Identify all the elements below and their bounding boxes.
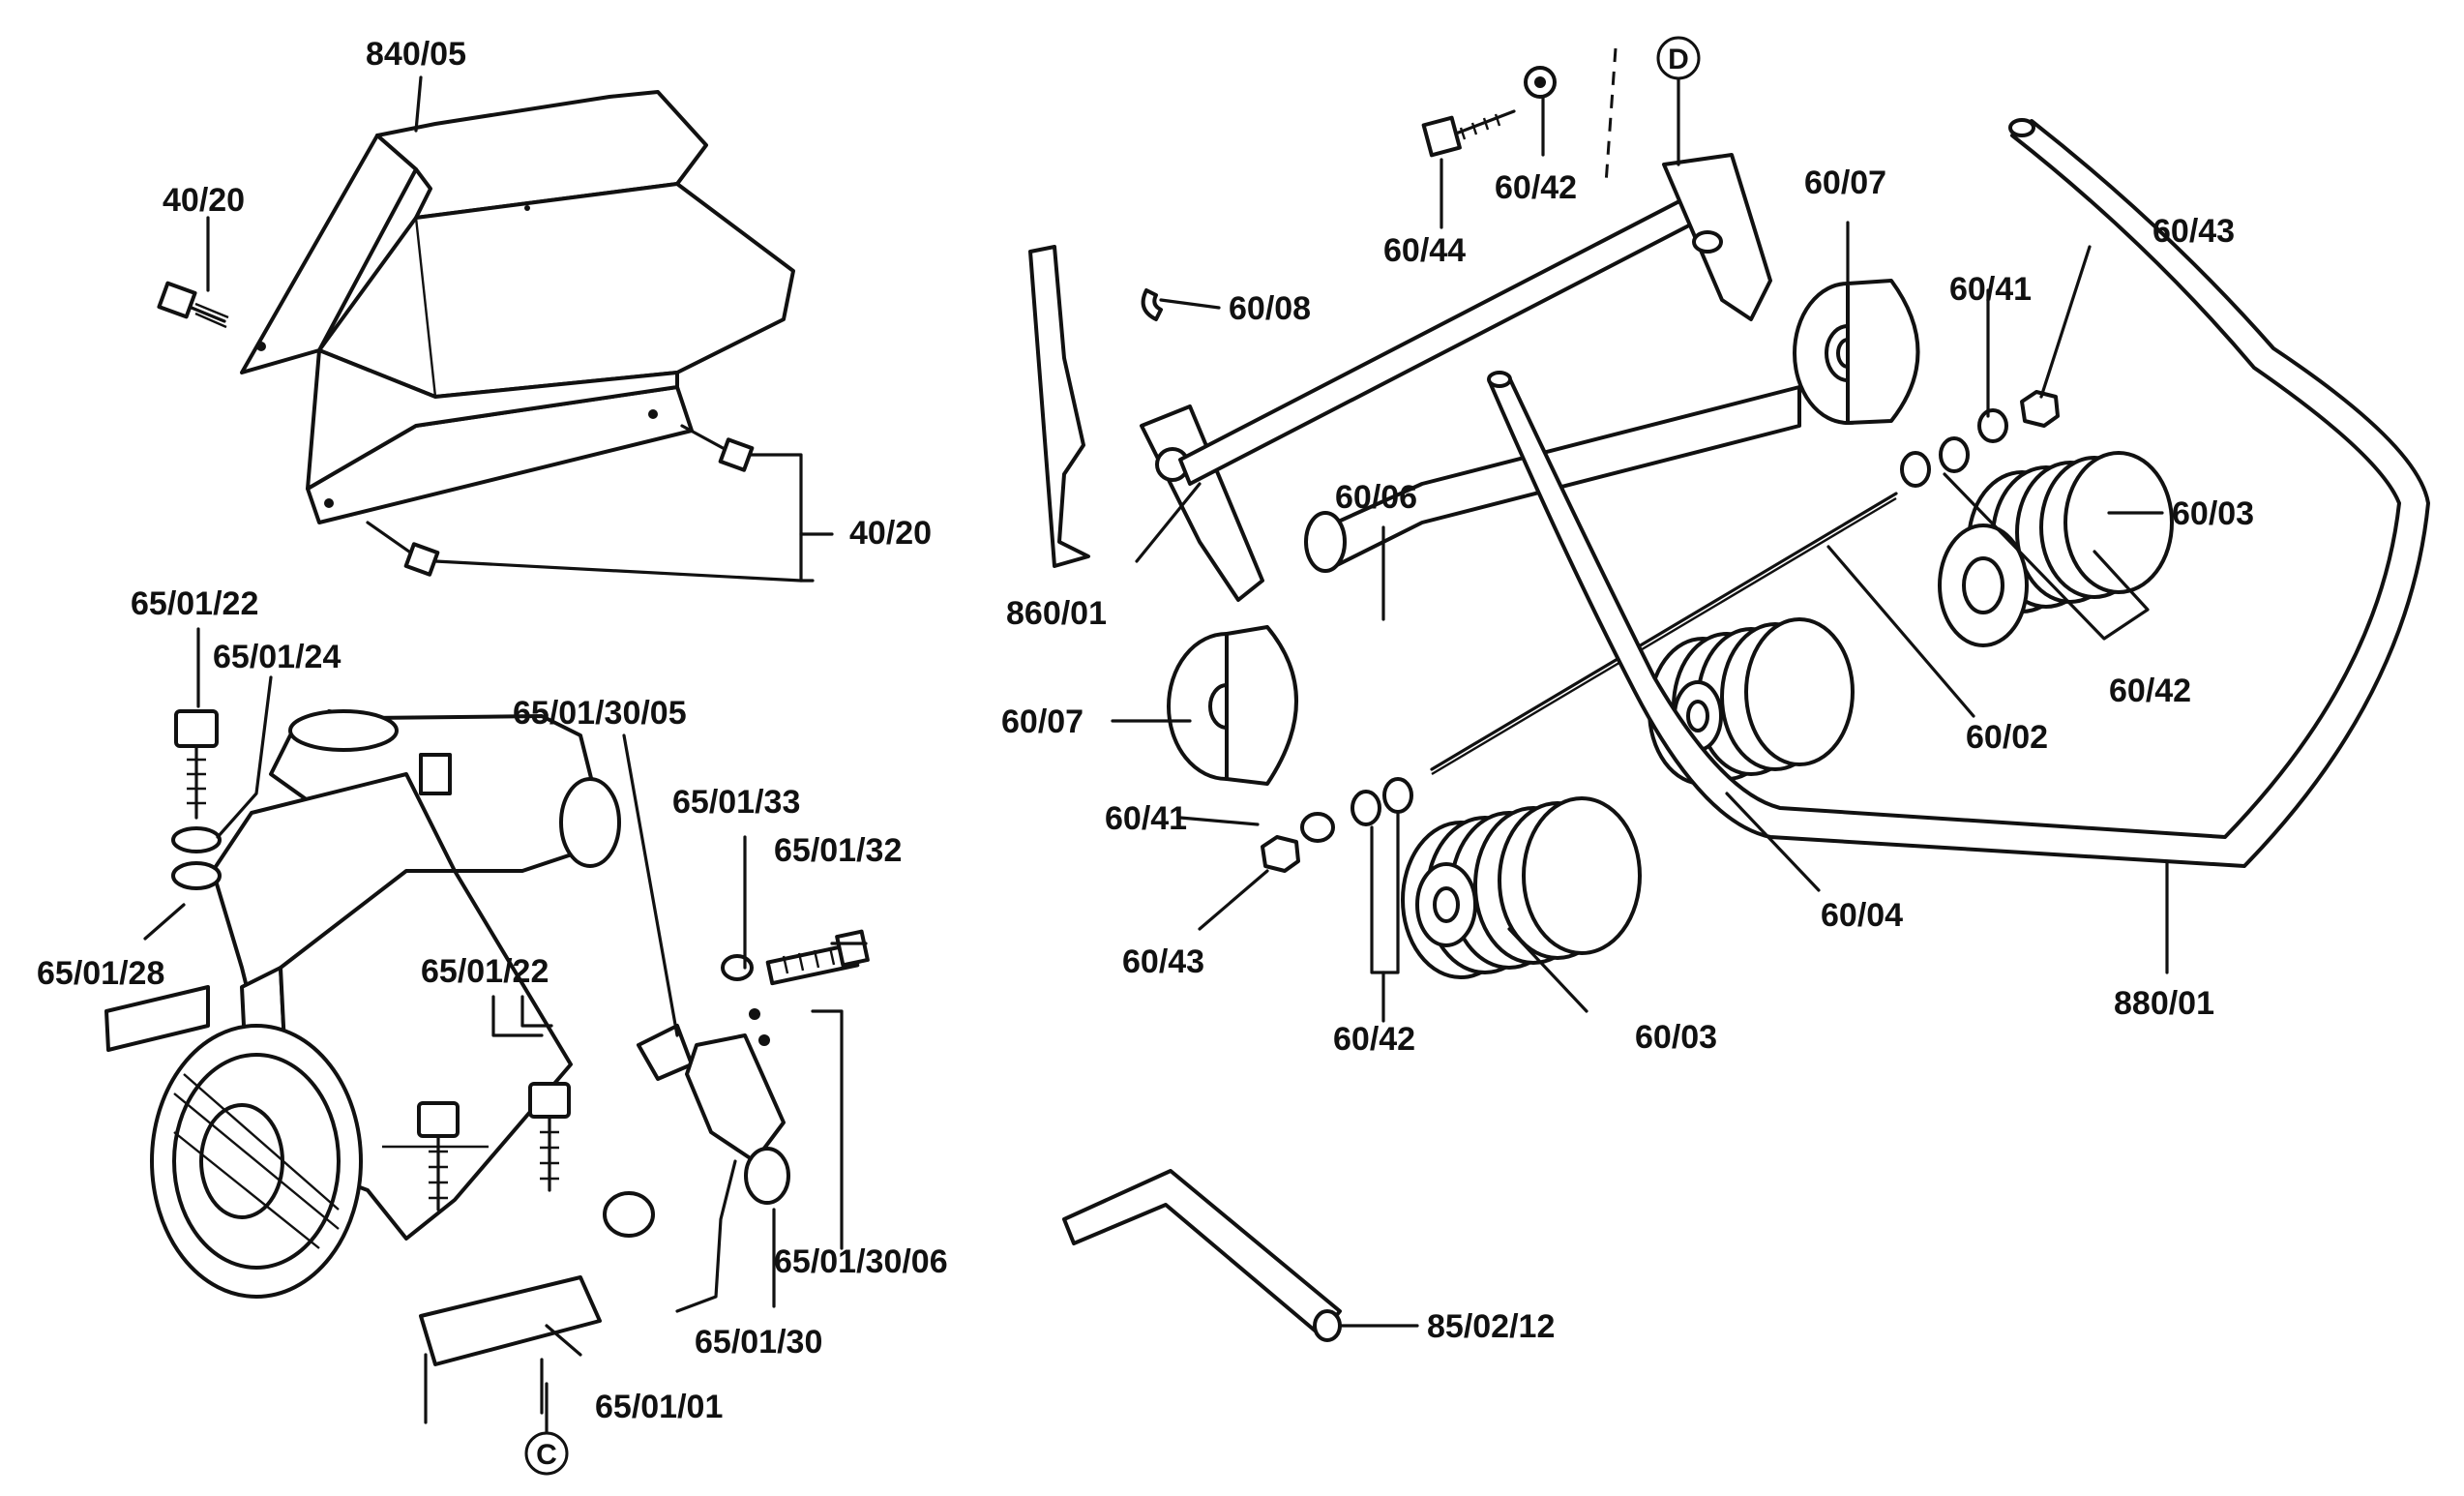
- label-engine-bracket-part: 65/01/30/05: [513, 695, 687, 732]
- label-hex-key: 85/02/12: [1427, 1308, 1555, 1345]
- label-axle-washer-top: 60/42: [1495, 169, 1577, 206]
- engine-cover-drawing: [240, 90, 795, 524]
- label-axle-bolt: 60/44: [1383, 232, 1466, 269]
- callout-c-text: C: [536, 1439, 557, 1471]
- engine-bolts-drawing: [171, 709, 571, 1212]
- label-handle: 880/01: [2114, 985, 2214, 1022]
- tine-discs-drawing: [1401, 451, 2174, 979]
- label-tine-disc-left: 60/03: [1635, 1019, 1717, 1056]
- label-washer-left-small: 60/41: [1105, 800, 1187, 837]
- label-roller-right: 60/07: [1804, 165, 1886, 201]
- label-cover-bolt-top: 40/20: [163, 182, 245, 219]
- leader-lines: [143, 66, 2169, 1434]
- label-switch-screw: 65/01/32: [774, 832, 902, 869]
- cover-bolt-top-drawing: [157, 281, 229, 329]
- label-clip: 60/08: [1229, 290, 1311, 327]
- label-switch-wire: 65/01/30/06: [774, 1243, 948, 1280]
- label-shaft: 60/02: [1966, 719, 2048, 756]
- label-roller-left: 60/07: [1001, 703, 1084, 740]
- label-engine-bolt-mid: 65/01/22: [421, 953, 549, 990]
- label-spacer-tube: 60/06: [1335, 479, 1417, 516]
- handle-drawing: [1487, 118, 2430, 868]
- label-nut-left: 60/43: [1122, 943, 1204, 980]
- callout-d: D: [1656, 36, 1701, 80]
- callout-d-text: D: [1668, 44, 1689, 75]
- label-engine-bolt-top: 65/01/22: [131, 585, 258, 622]
- switch-assembly-drawing: [637, 929, 870, 1313]
- label-washer-right-small: 60/41: [1949, 271, 2032, 308]
- label-washers-left-pair: 60/42: [1333, 1021, 1415, 1058]
- label-engine-washer-a: 65/01/24: [213, 639, 341, 675]
- shaft-and-washers-drawing: [1261, 390, 2060, 873]
- label-tine-disc-mid: 60/04: [1821, 897, 1903, 934]
- label-side-plate: 860/01: [1006, 595, 1107, 632]
- hex-key-drawing: [1062, 1169, 1342, 1342]
- label-nut-right: 60/43: [2152, 213, 2235, 250]
- label-engine-washer-b: 65/01/28: [37, 955, 164, 992]
- label-washers-right-pair: 60/42: [2109, 673, 2191, 709]
- engine-drawing: [104, 709, 655, 1366]
- label-engine-base: 65/01/01: [595, 1389, 723, 1425]
- label-cover-bolts-bottom: 40/20: [849, 515, 932, 552]
- callout-c: C: [524, 1431, 569, 1476]
- cover-bolts-bottom-drawing: [366, 424, 755, 577]
- part-labels: 840/05 40/20 40/20 65/01/22 65/01/24 65/…: [37, 36, 2254, 1425]
- label-switch-nut: 65/01/33: [672, 784, 800, 821]
- label-engine-cover: 840/05: [366, 36, 466, 73]
- label-switch: 65/01/30: [695, 1324, 822, 1361]
- label-tine-disc-right: 60/03: [2172, 495, 2254, 532]
